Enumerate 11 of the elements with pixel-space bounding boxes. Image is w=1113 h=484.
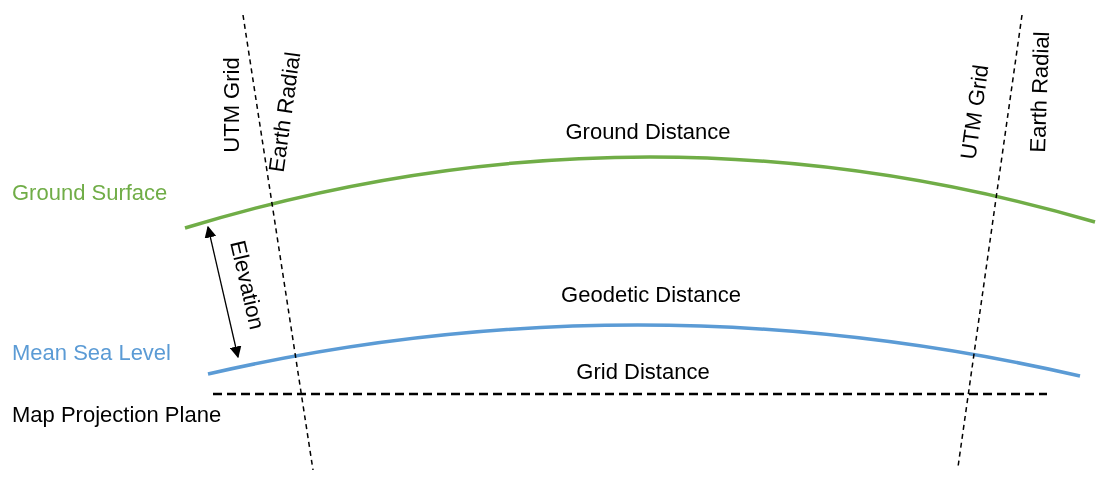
plane-label: Map Projection Plane	[12, 402, 222, 428]
dimension-label: Elevation	[224, 238, 270, 332]
surface-label: Mean Sea Level	[12, 340, 171, 366]
radial-line-label: Earth Radial	[1024, 31, 1056, 153]
distance-label: Geodetic Distance	[561, 282, 741, 308]
distance-label: Grid Distance	[576, 359, 710, 385]
grid-line-label: UTM Grid	[219, 57, 245, 153]
radial-line-label: Earth Radial	[263, 50, 307, 174]
surface-label: Ground Surface	[12, 180, 168, 206]
grid-line-label: UTM Grid	[955, 63, 995, 161]
distance-label: Ground Distance	[565, 119, 731, 145]
